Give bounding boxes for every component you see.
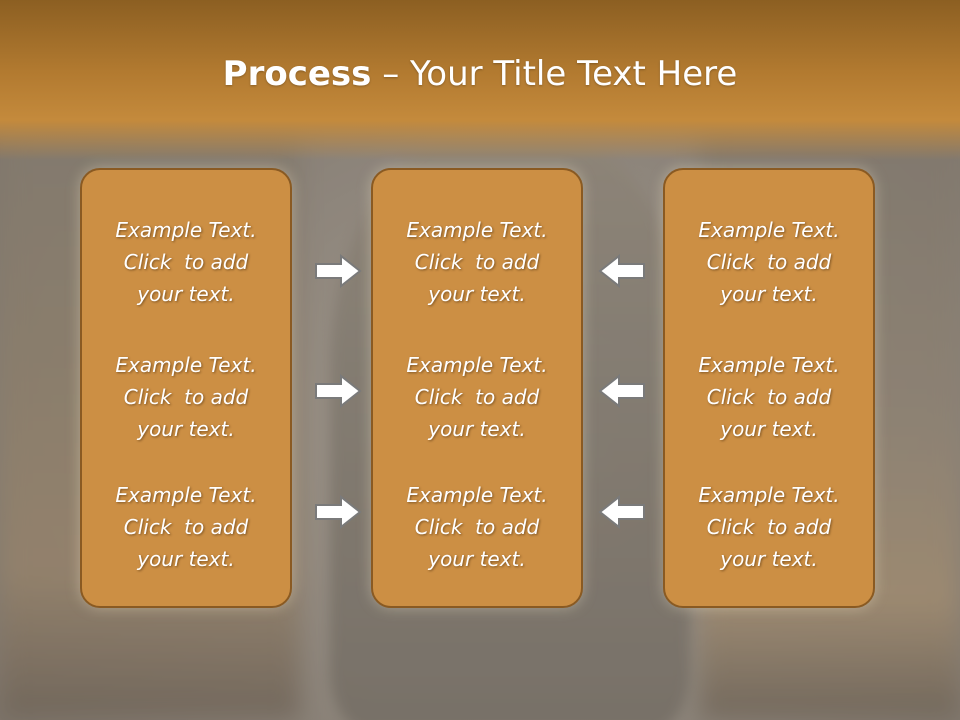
text-placeholder[interactable]: Example Text. Click to add your text. [373,349,581,445]
text-line: your text. [428,417,526,441]
process-box-middle[interactable]: Example Text. Click to add your text. Ex… [371,168,583,608]
right-arrow-icon [315,253,362,289]
process-box-right[interactable]: Example Text. Click to add your text. Ex… [663,168,875,608]
text-line: Example Text. [406,353,548,377]
text-line: Click to add [123,385,249,409]
text-placeholder[interactable]: Example Text. Click to add your text. [373,479,581,575]
text-placeholder[interactable]: Example Text. Click to add your text. [82,214,290,310]
left-arrow-icon [598,494,645,530]
text-placeholder[interactable]: Example Text. Click to add your text. [665,349,873,445]
text-line: Click to add [414,385,540,409]
text-line: your text. [428,547,526,571]
text-line: Example Text. [115,353,257,377]
text-line: Click to add [706,515,832,539]
text-line: Click to add [123,250,249,274]
text-placeholder[interactable]: Example Text. Click to add your text. [82,349,290,445]
text-line: Example Text. [115,483,257,507]
slide-title[interactable]: Process – Your Title Text Here [0,52,960,96]
text-line: your text. [137,417,235,441]
right-arrow-icon [315,494,362,530]
text-line: Example Text. [406,218,548,242]
text-line: your text. [720,417,818,441]
right-arrow-icon [315,373,362,409]
left-arrow-icon [598,373,645,409]
text-line: Click to add [706,385,832,409]
text-line: your text. [720,547,818,571]
left-arrow-icon [598,253,645,289]
text-line: your text. [720,282,818,306]
text-line: Click to add [414,250,540,274]
header-band [0,0,960,160]
text-line: Click to add [123,515,249,539]
text-placeholder[interactable]: Example Text. Click to add your text. [373,214,581,310]
text-placeholder[interactable]: Example Text. Click to add your text. [665,214,873,310]
title-separator: – [371,54,411,94]
text-line: Example Text. [406,483,548,507]
text-placeholder[interactable]: Example Text. Click to add your text. [665,479,873,575]
text-line: your text. [428,282,526,306]
text-line: Example Text. [698,483,840,507]
process-box-left[interactable]: Example Text. Click to add your text. Ex… [80,168,292,608]
title-bold: Process [222,54,372,94]
text-line: Example Text. [115,218,257,242]
title-rest: Your Title Text Here [410,54,738,94]
text-line: your text. [137,282,235,306]
text-line: Click to add [414,515,540,539]
text-placeholder[interactable]: Example Text. Click to add your text. [82,479,290,575]
text-line: your text. [137,547,235,571]
text-line: Click to add [706,250,832,274]
text-line: Example Text. [698,218,840,242]
text-line: Example Text. [698,353,840,377]
